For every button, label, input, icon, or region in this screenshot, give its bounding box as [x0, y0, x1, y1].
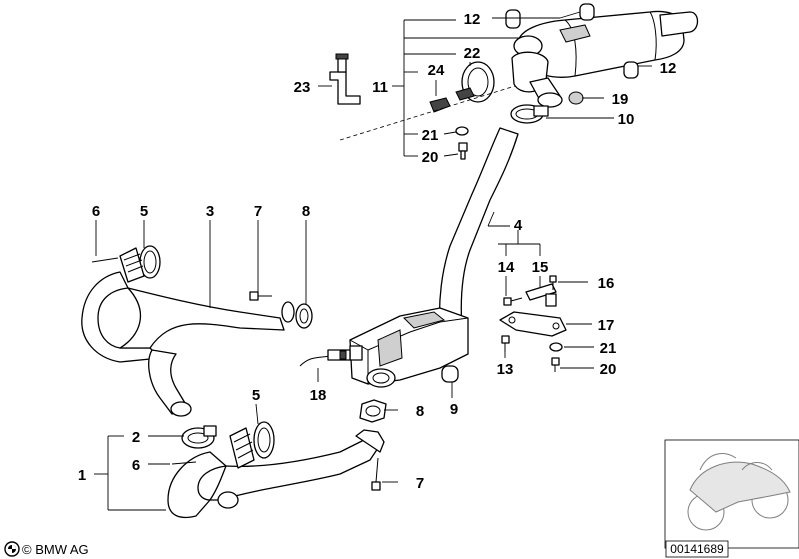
leader-lines	[94, 11, 652, 511]
callout-3: 3	[206, 203, 214, 220]
callout-numbers: 12 22 24 11 23 21 20 12 19 10 4 14 15 16…	[78, 11, 677, 492]
clamp-2	[181, 425, 217, 449]
clamp-6-lower	[229, 427, 255, 469]
copyright-text: © BMW AG	[22, 542, 89, 557]
gasket-8-lower	[359, 399, 387, 423]
motorcycle-thumbnail	[664, 439, 799, 549]
callout-5a: 5	[140, 203, 148, 220]
callout-19: 19	[612, 91, 629, 108]
callout-20b: 20	[600, 361, 617, 378]
bolt-14	[503, 297, 523, 306]
washer-21-lower	[549, 342, 563, 352]
bolt-13	[501, 335, 510, 352]
callout-10: 10	[618, 111, 635, 128]
callout-24: 24	[428, 62, 445, 79]
bolt-7-upper	[249, 291, 272, 301]
gasket-8-upper	[295, 303, 313, 329]
callout-17: 17	[598, 317, 615, 334]
image-number: 00141689	[670, 542, 724, 556]
assembly-line-top	[339, 85, 516, 141]
callout-6a: 6	[92, 203, 100, 220]
rubber-buffer-19	[568, 91, 584, 105]
callout-7a: 7	[254, 203, 262, 220]
bolt-6-lower	[171, 461, 197, 465]
bolt-20-top	[458, 142, 468, 160]
callout-13: 13	[497, 361, 514, 378]
rubber-bush-12b	[579, 3, 595, 21]
callout-1: 1	[78, 467, 86, 484]
callout-12b: 12	[660, 60, 677, 77]
catalyst-silencer	[349, 307, 469, 388]
callout-20a: 20	[422, 149, 439, 166]
callout-6b: 6	[132, 457, 140, 474]
callout-7b: 7	[416, 475, 424, 492]
callout-14: 14	[498, 259, 515, 276]
exhaust-manifold-3	[81, 271, 285, 417]
bracket-15	[525, 283, 557, 307]
callout-21a: 21	[422, 127, 439, 144]
rubber-mount-9	[441, 365, 459, 383]
seal-ring-upper	[281, 301, 295, 323]
speed-nut-24a	[429, 97, 451, 113]
callout-22: 22	[464, 45, 481, 62]
oxygen-sensor-18	[299, 349, 351, 367]
screw-16	[549, 275, 557, 290]
clamp-5-lower	[253, 421, 275, 459]
callout-11: 11	[372, 79, 388, 96]
callout-2: 2	[132, 429, 140, 446]
bmw-logo	[4, 541, 20, 557]
callout-15: 15	[532, 259, 549, 276]
clamp-6-upper	[119, 247, 145, 283]
rear-silencer	[511, 10, 699, 108]
callout-8a: 8	[302, 203, 310, 220]
washer-21-top	[455, 126, 469, 136]
rubber-bush-12a	[505, 9, 521, 29]
callout-18: 18	[310, 387, 327, 404]
bolt-20-lower	[551, 357, 560, 372]
image-number-box	[665, 540, 729, 558]
callout-21b: 21	[600, 340, 617, 357]
bracket-23	[329, 53, 361, 105]
callout-9: 9	[450, 401, 458, 418]
bolt-7-lower	[371, 457, 381, 491]
exhaust-manifold-1	[167, 429, 385, 519]
holder-17	[499, 311, 567, 337]
rubber-bush-12c	[623, 61, 639, 79]
callout-5b: 5	[252, 387, 260, 404]
callout-16: 16	[598, 275, 615, 292]
callout-4: 4	[514, 217, 523, 234]
callout-12a: 12	[464, 11, 481, 28]
speed-nut-24b	[455, 87, 475, 101]
callout-23: 23	[294, 79, 311, 96]
bolt-6-upper	[91, 257, 119, 263]
clamp-10	[510, 104, 549, 124]
callout-8b: 8	[416, 403, 424, 420]
